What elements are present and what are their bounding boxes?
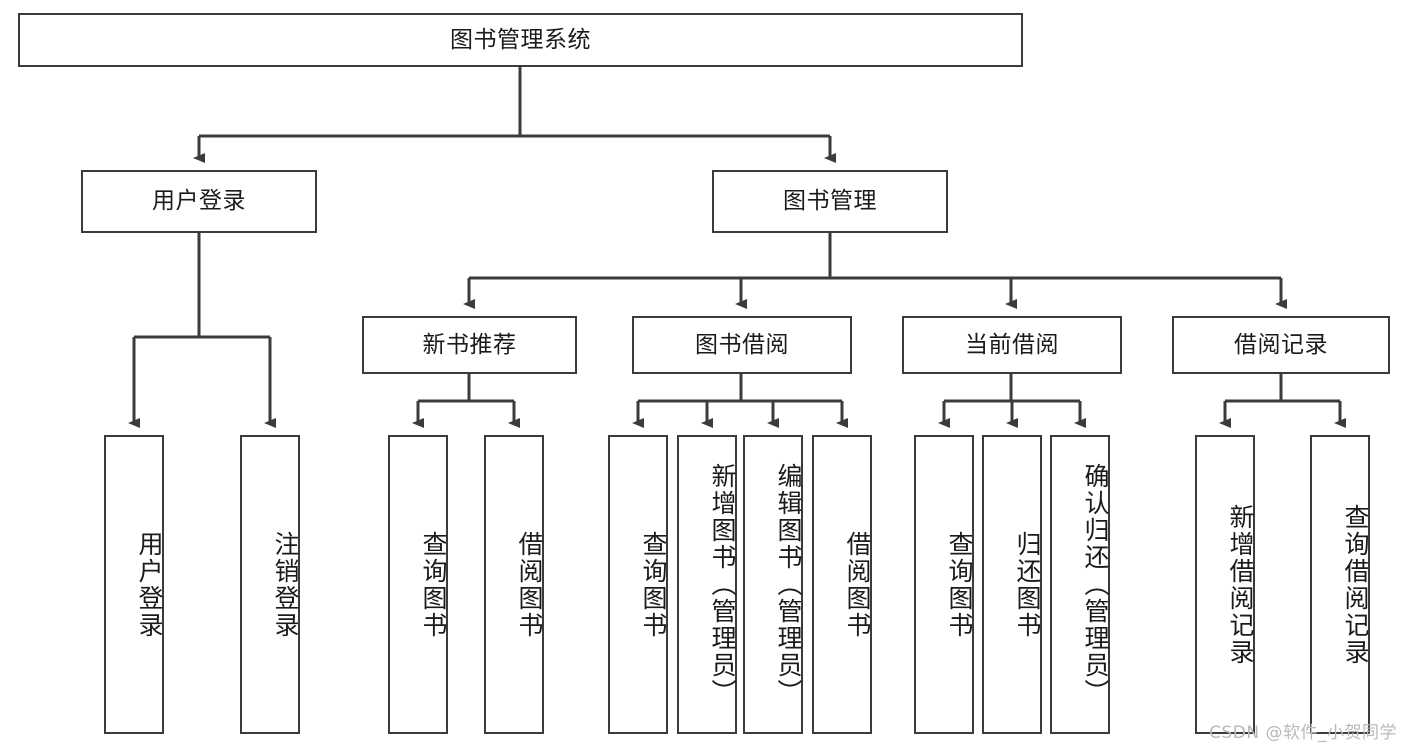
node-book-borrow[interactable]: 图书借阅 [632,316,852,374]
leaf-book-borrow-add-book-admin[interactable]: 新增图书（管理员） [677,435,737,734]
node-label: 图书借阅 [695,331,789,358]
node-label: 借阅记录 [1234,331,1328,358]
node-label: 用户登录 [152,188,246,215]
node-label: 新书推荐 [422,331,517,358]
node-new-book-recommend[interactable]: 新书推荐 [362,316,577,374]
leaf-current-borrow-return-book[interactable]: 归还图书 [982,435,1042,734]
node-user-login[interactable]: 用户登录 [81,170,317,233]
leaf-new-book-query-book[interactable]: 查询图书 [388,435,448,734]
node-label: 借阅图书 [843,530,872,639]
node-label: 图书管理 [783,188,877,215]
node-label: 编辑图书（管理员） [774,463,803,706]
node-label: 当前借阅 [965,331,1059,358]
leaf-borrow-records-add-record[interactable]: 新增借阅记录 [1195,435,1255,734]
node-borrow-records[interactable]: 借阅记录 [1172,316,1390,374]
leaf-borrow-records-query-record[interactable]: 查询借阅记录 [1310,435,1370,734]
leaf-new-book-borrow-book[interactable]: 借阅图书 [484,435,544,734]
node-book-management[interactable]: 图书管理 [712,170,948,233]
leaf-book-borrow-query-book[interactable]: 查询图书 [608,435,668,734]
leaf-current-borrow-query-book[interactable]: 查询图书 [914,435,974,734]
node-label: 新增图书（管理员） [708,463,737,706]
node-label: 借阅图书 [515,530,544,639]
node-label: 查询图书 [945,530,974,639]
node-label: 图书管理系统 [450,26,591,53]
leaf-current-borrow-confirm-return-admin[interactable]: 确认归还（管理员） [1050,435,1110,734]
leaf-user-login-logout[interactable]: 注销登录 [240,435,300,734]
node-label: 查询借阅记录 [1341,503,1370,666]
node-label: 归还图书 [1013,530,1042,639]
leaf-user-login-login[interactable]: 用户登录 [104,435,164,734]
node-label: 查询图书 [639,530,668,639]
node-label: 新增借阅记录 [1226,503,1255,666]
node-label: 确认归还（管理员） [1081,463,1110,706]
node-root-book-management-system[interactable]: 图书管理系统 [18,13,1023,67]
node-label: 用户登录 [135,530,164,639]
leaf-book-borrow-borrow-book[interactable]: 借阅图书 [812,435,872,734]
node-label: 查询图书 [419,530,448,639]
node-label: 注销登录 [271,530,300,639]
node-current-borrow[interactable]: 当前借阅 [902,316,1122,374]
csdn-watermark: CSDN @软件_小贺同学 [1209,723,1397,743]
leaf-book-borrow-edit-book-admin[interactable]: 编辑图书（管理员） [743,435,803,734]
